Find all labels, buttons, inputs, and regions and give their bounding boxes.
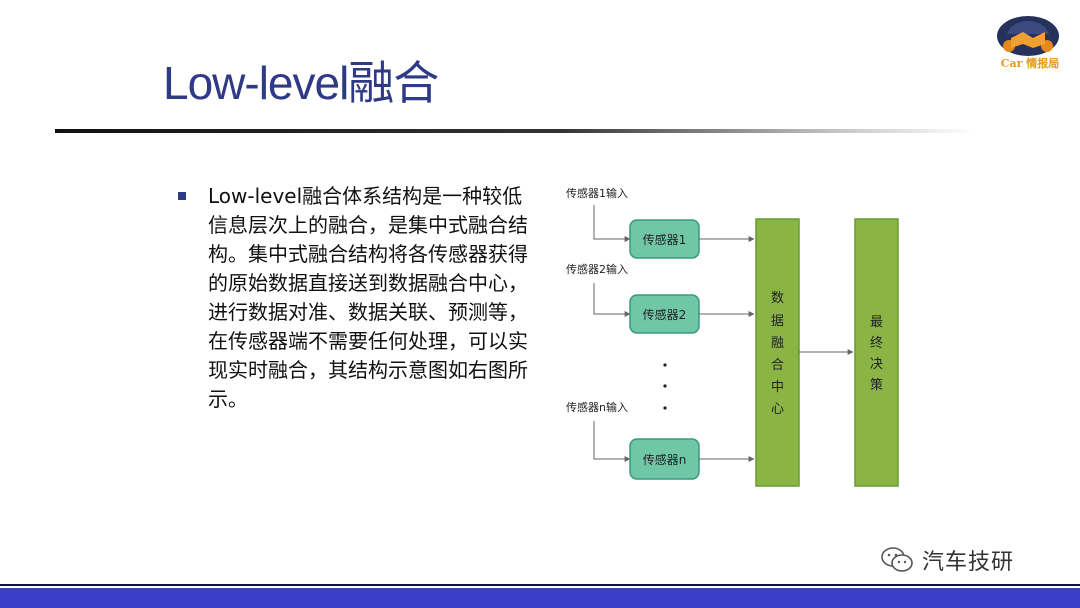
bullet-marker [178, 192, 186, 200]
footer-bar [0, 588, 1080, 608]
bullet-text: Low-level融合体系结构是一种较低信息层次上的融合，是集中式融合结构。集中… [208, 184, 528, 411]
car-intel-logo [997, 16, 1059, 56]
wechat-icon [881, 547, 913, 572]
title-divider [55, 129, 975, 133]
sensor-label-2: 传感器2 [643, 307, 687, 322]
final-decision-char: 最 [870, 315, 883, 330]
fusion-center-char: 心 [771, 402, 784, 417]
ellipsis-dot [663, 384, 667, 388]
fusion-diagram: 传感器1输入 传感器1 传感器2输入 传感器2 传感器n输入 传感器n 数 据 … [566, 186, 899, 487]
footer-line [0, 584, 1080, 586]
final-decision-block [854, 218, 899, 487]
final-decision-char: 终 [870, 335, 883, 351]
input-arrow-2 [593, 283, 631, 317]
sensor-label-1: 传感器1 [643, 232, 687, 247]
fusion-center-char: 中 [771, 380, 784, 395]
input-arrow-n [593, 421, 631, 462]
logo-car-roof [1007, 21, 1049, 34]
input-label-2: 传感器2输入 [566, 262, 628, 276]
fusion-center-char: 合 [771, 358, 784, 373]
sensor-label-n: 传感器n [643, 452, 687, 467]
input-arrow-1 [593, 205, 631, 242]
watermark-text: 汽车技研 [922, 550, 1015, 575]
fusion-center-char: 融 [771, 336, 784, 351]
slide-title: Low-level融合 [163, 57, 439, 109]
fusion-center-char: 据 [771, 314, 784, 329]
ellipsis-dot [663, 406, 667, 410]
final-decision-char: 策 [870, 377, 883, 393]
watermark: 汽车技研 [880, 543, 1014, 577]
input-label-n: 传感器n输入 [566, 400, 628, 414]
final-decision-char: 决 [870, 357, 883, 372]
logo-handshake-icon [1011, 32, 1045, 48]
ellipsis-dot [663, 363, 667, 367]
input-label-1: 传感器1输入 [566, 186, 628, 200]
fusion-center-char: 数 [771, 291, 784, 306]
logo-caption: Car 情报局 [1000, 57, 1060, 70]
fusion-center-block [755, 218, 800, 487]
